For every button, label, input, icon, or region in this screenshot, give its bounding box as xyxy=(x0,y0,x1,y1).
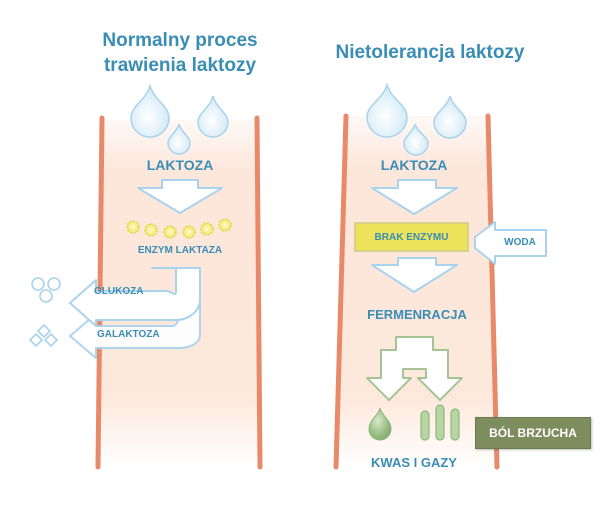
down-arrow-icon xyxy=(137,179,223,214)
right-panel-title: Nietolerancja laktozy xyxy=(335,42,525,63)
right-lactose-label: LAKTOZA xyxy=(380,157,448,173)
left-arrow-icon xyxy=(474,221,547,265)
water-drops-icon xyxy=(366,82,467,156)
fork-arrow-icon xyxy=(366,336,463,401)
gas-bubbles-icon xyxy=(420,404,460,441)
missing-enzyme-box: BRAK ENZYMU xyxy=(354,222,469,252)
missing-enzyme-label: BRAK ENZYMU xyxy=(374,231,449,243)
left-tube-wall-right xyxy=(254,115,263,470)
water-drops-icon xyxy=(130,83,229,155)
left-title-line2: trawienia laktozy xyxy=(103,55,257,76)
left-panel-title: Normalny proces trawienia laktozy xyxy=(70,28,290,78)
right-tube-wall-left xyxy=(333,113,349,470)
galactose-label: GALAKTOZA xyxy=(97,329,160,340)
enzyme-label: ENZYM LAKTAZA xyxy=(137,245,223,256)
abdominal-pain-label: BÓL BRZUCHA xyxy=(489,426,577,440)
down-arrow-icon xyxy=(371,179,458,215)
left-title-line1: Normalny proces xyxy=(102,30,258,51)
abdominal-pain-box: BÓL BRZUCHA xyxy=(475,417,591,449)
down-arrow-icon xyxy=(371,257,458,293)
enzyme-particles-icon xyxy=(126,218,232,239)
water-label: WODA xyxy=(504,237,536,248)
right-tube-wall-right xyxy=(485,113,500,470)
fermentation-label: FERMENRACJA xyxy=(367,307,467,322)
left-lactose-label: LAKTOZA xyxy=(146,157,214,173)
acid-gas-label: KWAS I GAZY xyxy=(371,455,457,470)
split-arrows-icon xyxy=(69,267,201,359)
galactose-molecules-icon xyxy=(28,323,59,348)
glucose-molecules-icon xyxy=(31,277,61,303)
acid-drop-icon xyxy=(368,407,392,441)
glucose-label: GLUKOZA xyxy=(94,286,144,297)
